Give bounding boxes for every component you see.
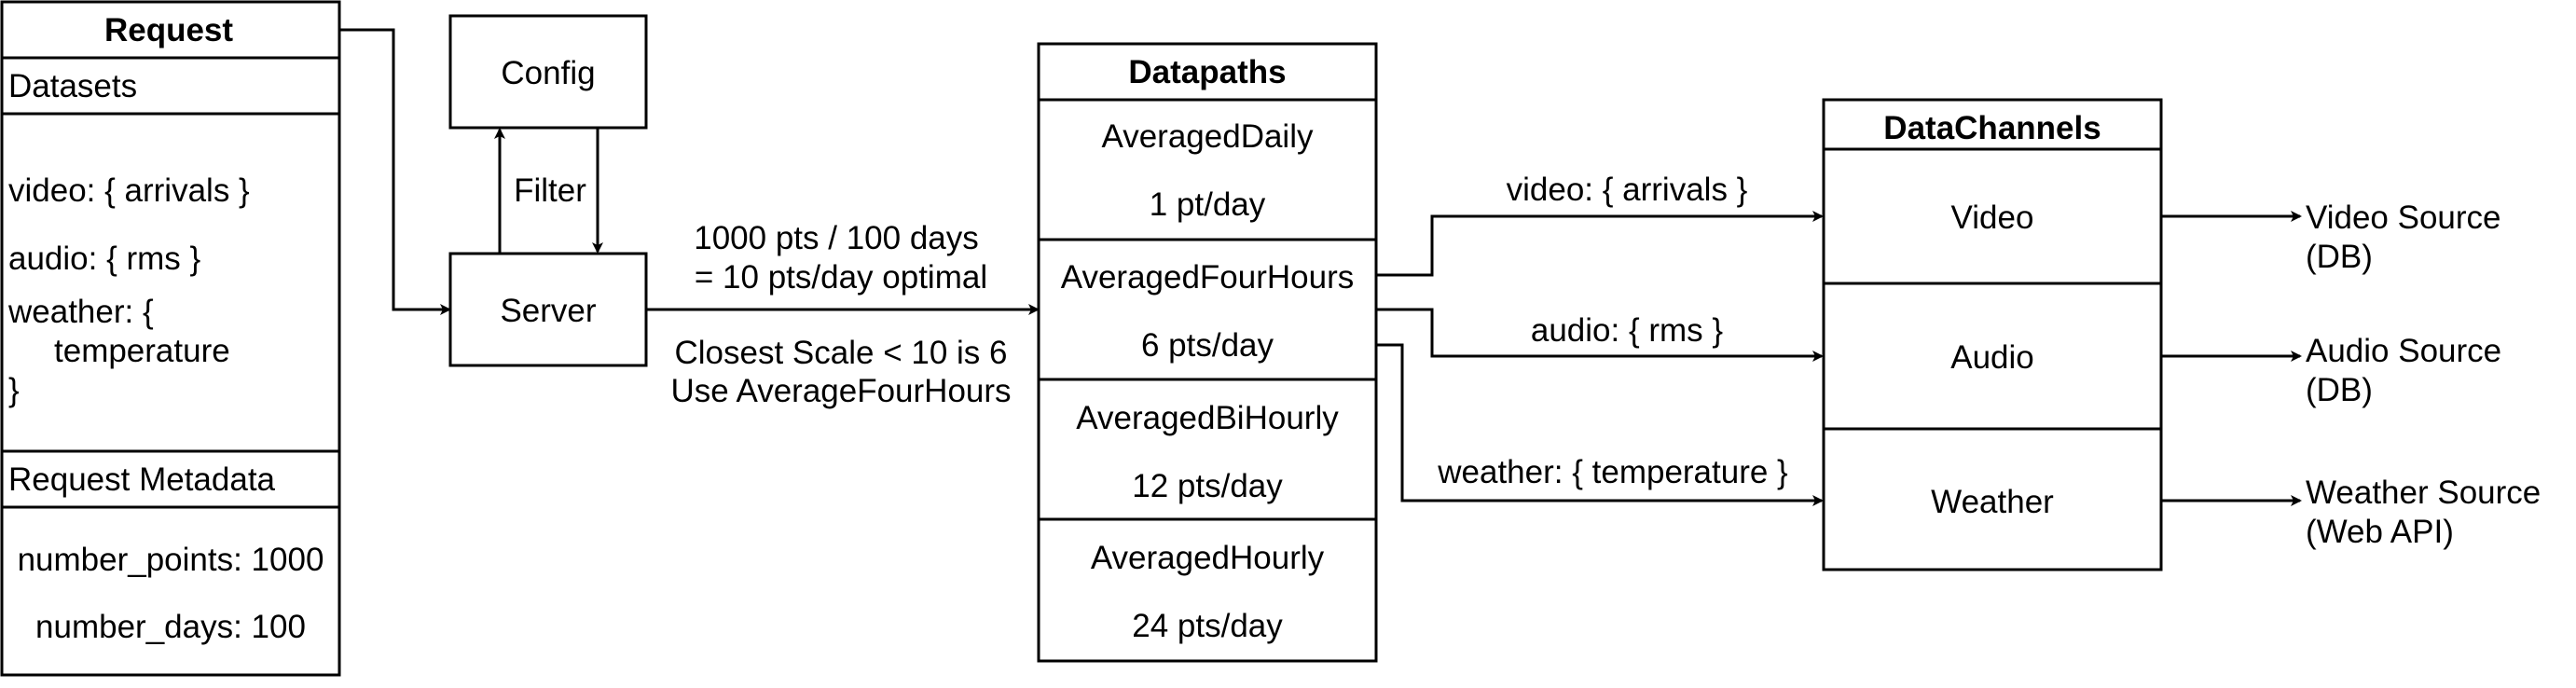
video-edge-label: video: { arrivals } [1507,172,1748,208]
datachannels-box: DataChannels Video Audio Weather [1822,98,2163,571]
datapath-rate: 6 pts/day [1141,327,1274,364]
datapath-name: AveragedFourHours [1061,259,1355,296]
filter-label: Filter [514,172,586,209]
use-averaged-label: Use AverageFourHours [670,373,1011,409]
video-source-type: (DB) [2306,239,2373,275]
number-points-value: number_points: 1000 [18,542,324,578]
request-video-line: video: { arrivals } [8,172,250,209]
request-to-server-arrow [339,28,451,315]
request-weather-line-2: temperature [54,333,230,369]
datachannels-title: DataChannels [1883,110,2101,146]
request-title: Request [104,12,233,48]
request-metadata-header: Request Metadata [8,461,276,498]
channel-video: Video [1951,200,2034,236]
datapath-rate: 1 pt/day [1150,186,1266,223]
weather-edge-arrow [1376,343,1824,506]
video-edge-arrow [1376,211,1824,277]
server-box: Server [448,252,648,367]
channel-audio: Audio [1950,339,2034,376]
datapath-name: AveragedHourly [1091,540,1325,576]
request-audio-line: audio: { rms } [8,241,201,277]
video-source-label: Video Source [2306,200,2501,236]
datapath-rate: 12 pts/day [1132,468,1283,504]
audio-edge-label: audio: { rms } [1531,312,1724,349]
datapaths-box: Datapaths AveragedDaily 1 pt/day Average… [1037,42,1378,663]
config-label: Config [501,55,595,91]
points-per-days-label: 1000 pts / 100 days [694,220,979,256]
datapaths-title: Datapaths [1128,54,1286,90]
datapath-rate: 24 pts/day [1132,608,1283,644]
channel-weather: Weather [1931,484,2054,520]
request-weather-line-1: weather: { [7,294,154,330]
weather-edge-label: weather: { temperature } [1437,454,1788,490]
audio-source-type: (DB) [2306,372,2373,408]
weather-source-label: Weather Source [2306,475,2541,511]
number-days-value: number_days: 100 [35,609,306,645]
weather-source-type: (Web API) [2306,514,2454,550]
datapath-name: AveragedDaily [1102,118,1314,155]
server-label: Server [500,293,596,329]
request-box: Request Datasets video: { arrivals } aud… [0,0,341,677]
config-box: Config [448,14,648,130]
closest-scale-label: Closest Scale < 10 is 6 [675,335,1008,371]
request-weather-line-3: } [8,372,20,408]
audio-edge-arrow [1376,308,1824,362]
datapath-name: AveragedBiHourly [1076,400,1339,436]
datasets-header: Datasets [8,68,137,104]
audio-source-label: Audio Source [2306,333,2501,369]
optimal-rate-label: = 10 pts/day optimal [695,259,987,296]
